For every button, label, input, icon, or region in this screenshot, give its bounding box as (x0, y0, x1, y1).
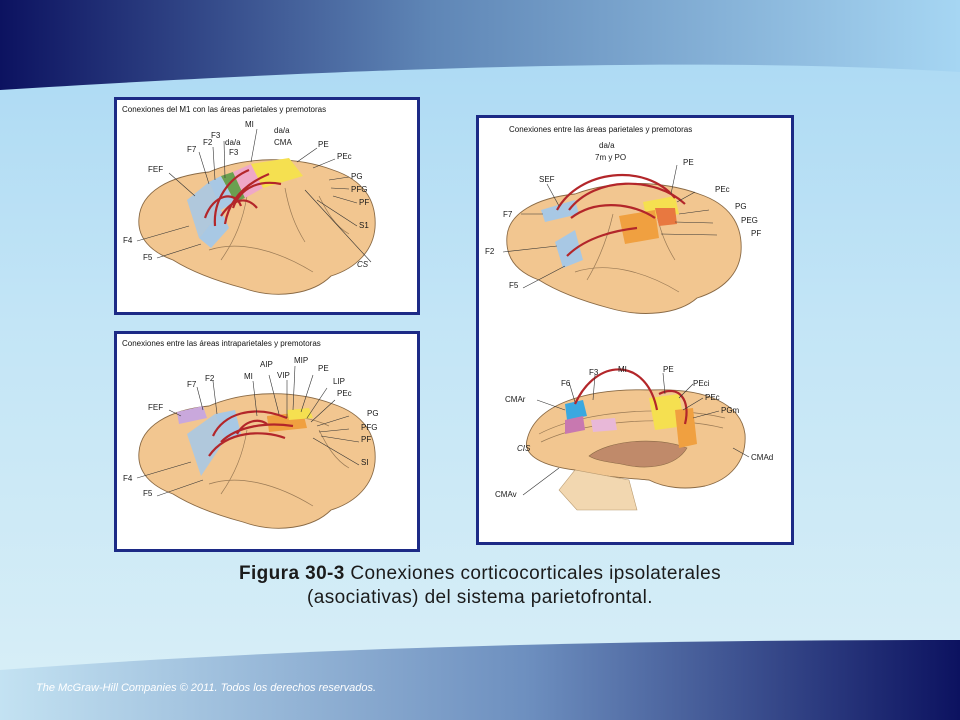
label-f7: F7 (187, 380, 197, 389)
label-mi: MI (244, 372, 253, 381)
label-pf: PF (751, 229, 761, 238)
label-da-a-top: da/a (274, 126, 290, 135)
label-peci: PEci (693, 379, 710, 388)
brain-lateral-view (506, 183, 742, 314)
label-f7: F7 (503, 210, 513, 219)
label-pe: PE (683, 158, 694, 167)
leader-lines (136, 365, 360, 497)
label-pe-medial: PE (663, 365, 674, 374)
label-f2: F2 (485, 247, 495, 256)
brain-lateral-view (138, 393, 376, 529)
panel-title: Conexiones entre las áreas parietales y … (509, 125, 692, 134)
connection-arrows-medial (574, 368, 688, 425)
label-mip: MIP (294, 356, 308, 365)
label-f4: F4 (123, 474, 133, 483)
label-cmad: CMAd (751, 453, 773, 462)
connection-arrows (203, 168, 282, 227)
label-pec: PEc (715, 185, 730, 194)
label-si: SI (361, 458, 369, 467)
leader-lines (502, 164, 718, 289)
top-banner (0, 0, 960, 90)
label-cis: CIS (517, 444, 531, 453)
label-f2: F2 (205, 374, 215, 383)
connection-arrows (208, 410, 294, 457)
label-mi: MI (245, 120, 254, 129)
label-vip: VIP (277, 371, 290, 380)
label-pfg: PFG (351, 185, 367, 194)
label-da-a-mid: da/a (225, 138, 241, 147)
label-cma: CMA (274, 138, 292, 147)
bottom-banner (0, 640, 960, 720)
label-fef: FEF (148, 165, 163, 174)
leader-lines-medial (522, 372, 750, 496)
label-f3-mid: F3 (229, 148, 239, 157)
label-pfg: PFG (361, 423, 377, 432)
panel-parietal-premotor-connections: Conexiones entre las áreas parietales y … (476, 115, 794, 545)
label-cmar: CMAr (505, 395, 526, 404)
label-f4: F4 (123, 236, 133, 245)
label-aip: AIP (260, 360, 273, 369)
label-f3: F3 (589, 368, 599, 377)
label-sef: SEF (539, 175, 555, 184)
connection-arrows (556, 173, 686, 257)
brain-medial-view (526, 389, 746, 511)
label-pe: PE (318, 140, 329, 149)
caption-line-2: (asociativas) del sistema parietofrontal… (307, 587, 653, 608)
caption-line-1: Figura 30-3 Conexiones corticocorticales… (0, 562, 960, 586)
label-f6: F6 (561, 379, 571, 388)
label-da-a: da/a (599, 141, 615, 150)
label-7m-y-po: 7m y PO (595, 153, 626, 162)
panel-m1-connections: Conexiones del M1 con las áreas parietal… (114, 97, 420, 315)
label-peg: PEG (741, 216, 758, 225)
label-pec: PEc (337, 152, 352, 161)
copyright-notice: The McGraw-Hill Companies © 2011. Todos … (36, 682, 377, 694)
label-f2: F2 (203, 138, 213, 147)
figure-label: Figura 30-3 (238, 563, 345, 584)
label-pec: PEc (337, 389, 352, 398)
label-f3-top: F3 (211, 131, 221, 140)
panel-intraparietal-connections: Conexiones entre las áreas intraparietal… (114, 331, 420, 552)
label-f7: F7 (187, 145, 197, 154)
label-pg: PG (735, 202, 747, 211)
label-pe: PE (318, 364, 329, 373)
label-pf: PF (359, 198, 369, 207)
label-s1: S1 (359, 221, 369, 230)
label-pg: PG (351, 172, 363, 181)
label-f5: F5 (143, 489, 153, 498)
caption-text-1: Conexiones corticocorticales ipsolateral… (344, 563, 722, 584)
label-cs: CS (357, 260, 369, 269)
panel-title: Conexiones entre las áreas intraparietal… (122, 339, 321, 348)
label-fef: FEF (148, 403, 163, 412)
leader-lines (136, 128, 372, 263)
figure-caption: Figura 30-3 Conexiones corticocorticales… (0, 562, 960, 610)
label-cmav: CMAv (495, 490, 517, 499)
label-mi-medial: MI (618, 365, 627, 374)
label-f5: F5 (509, 281, 519, 290)
label-pec-medial: PEc (705, 393, 720, 402)
panel-title: Conexiones del M1 con las áreas parietal… (122, 105, 326, 114)
label-f5: F5 (143, 253, 153, 262)
label-pg: PG (367, 409, 379, 418)
label-pgm: PGm (721, 406, 740, 415)
label-pf: PF (361, 435, 371, 444)
brain-lateral-view (138, 158, 376, 295)
label-lip: LIP (333, 377, 345, 386)
